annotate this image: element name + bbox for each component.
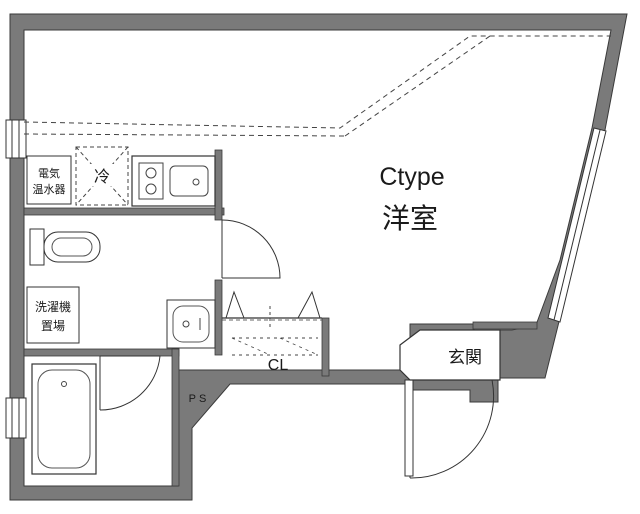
fridge-label: 冷 bbox=[94, 167, 110, 186]
closet: CL bbox=[222, 290, 322, 374]
washer-space bbox=[26, 286, 80, 344]
water-heater-label-2: 温水器 bbox=[33, 183, 66, 196]
entrance-step bbox=[399, 329, 501, 381]
window-left-lower bbox=[5, 397, 27, 439]
bathroom-door-swing bbox=[99, 355, 161, 411]
basin-drain-icon bbox=[182, 320, 190, 328]
water-heater-label-1: 電気 bbox=[38, 166, 60, 180]
water-heater-box bbox=[26, 155, 72, 205]
main-room-door-swing bbox=[221, 219, 281, 279]
bathroom bbox=[31, 363, 97, 475]
bath-divider-wall bbox=[214, 279, 223, 356]
exterior-wall bbox=[9, 13, 628, 501]
type-label: Ctype bbox=[379, 163, 444, 191]
entrance-label: 玄関 bbox=[448, 348, 482, 368]
entrance-door-swing bbox=[409, 379, 495, 479]
toilet-tank bbox=[29, 228, 45, 266]
outer-walls bbox=[9, 13, 628, 501]
kitchen-sink bbox=[169, 165, 209, 197]
sink-drain-icon bbox=[192, 178, 200, 186]
closet-label: CL bbox=[268, 357, 289, 374]
toilet-bowl bbox=[43, 231, 101, 263]
kitchen-bottom-wall bbox=[23, 207, 225, 216]
kitchen: 電気 温水器 冷 bbox=[26, 146, 216, 207]
toilet-area: 洗濯機 置場 bbox=[26, 228, 216, 349]
closet-right-wall bbox=[321, 317, 330, 377]
interior-walls bbox=[23, 149, 538, 487]
main-room-label: 洋室 bbox=[382, 202, 438, 235]
burner-top-icon bbox=[145, 167, 157, 179]
wash-basin bbox=[166, 299, 216, 349]
window-left-upper bbox=[5, 119, 27, 159]
entrance: 玄関 bbox=[399, 329, 501, 381]
loft-outline bbox=[23, 35, 611, 129]
entrance-top-wall bbox=[472, 321, 538, 330]
kitchen-right-wall bbox=[214, 149, 223, 221]
loft-outline-3 bbox=[344, 35, 491, 137]
pipe-space-label: PS bbox=[189, 393, 210, 405]
tub-drain-icon bbox=[61, 381, 67, 387]
stove bbox=[138, 162, 164, 200]
washer-label-1: 洗濯機 bbox=[35, 299, 71, 314]
windows bbox=[5, 119, 607, 439]
loft-outline-2 bbox=[23, 133, 346, 137]
closet-door-right bbox=[297, 290, 321, 319]
burner-bottom-icon bbox=[145, 183, 157, 195]
doors bbox=[99, 219, 495, 479]
closet-door-left bbox=[225, 290, 245, 319]
fridge-space bbox=[75, 146, 129, 206]
bath-top-wall bbox=[23, 348, 180, 357]
washer-label-2: 置場 bbox=[41, 319, 65, 333]
bathtub bbox=[31, 363, 97, 475]
bath-right-wall bbox=[171, 348, 180, 487]
